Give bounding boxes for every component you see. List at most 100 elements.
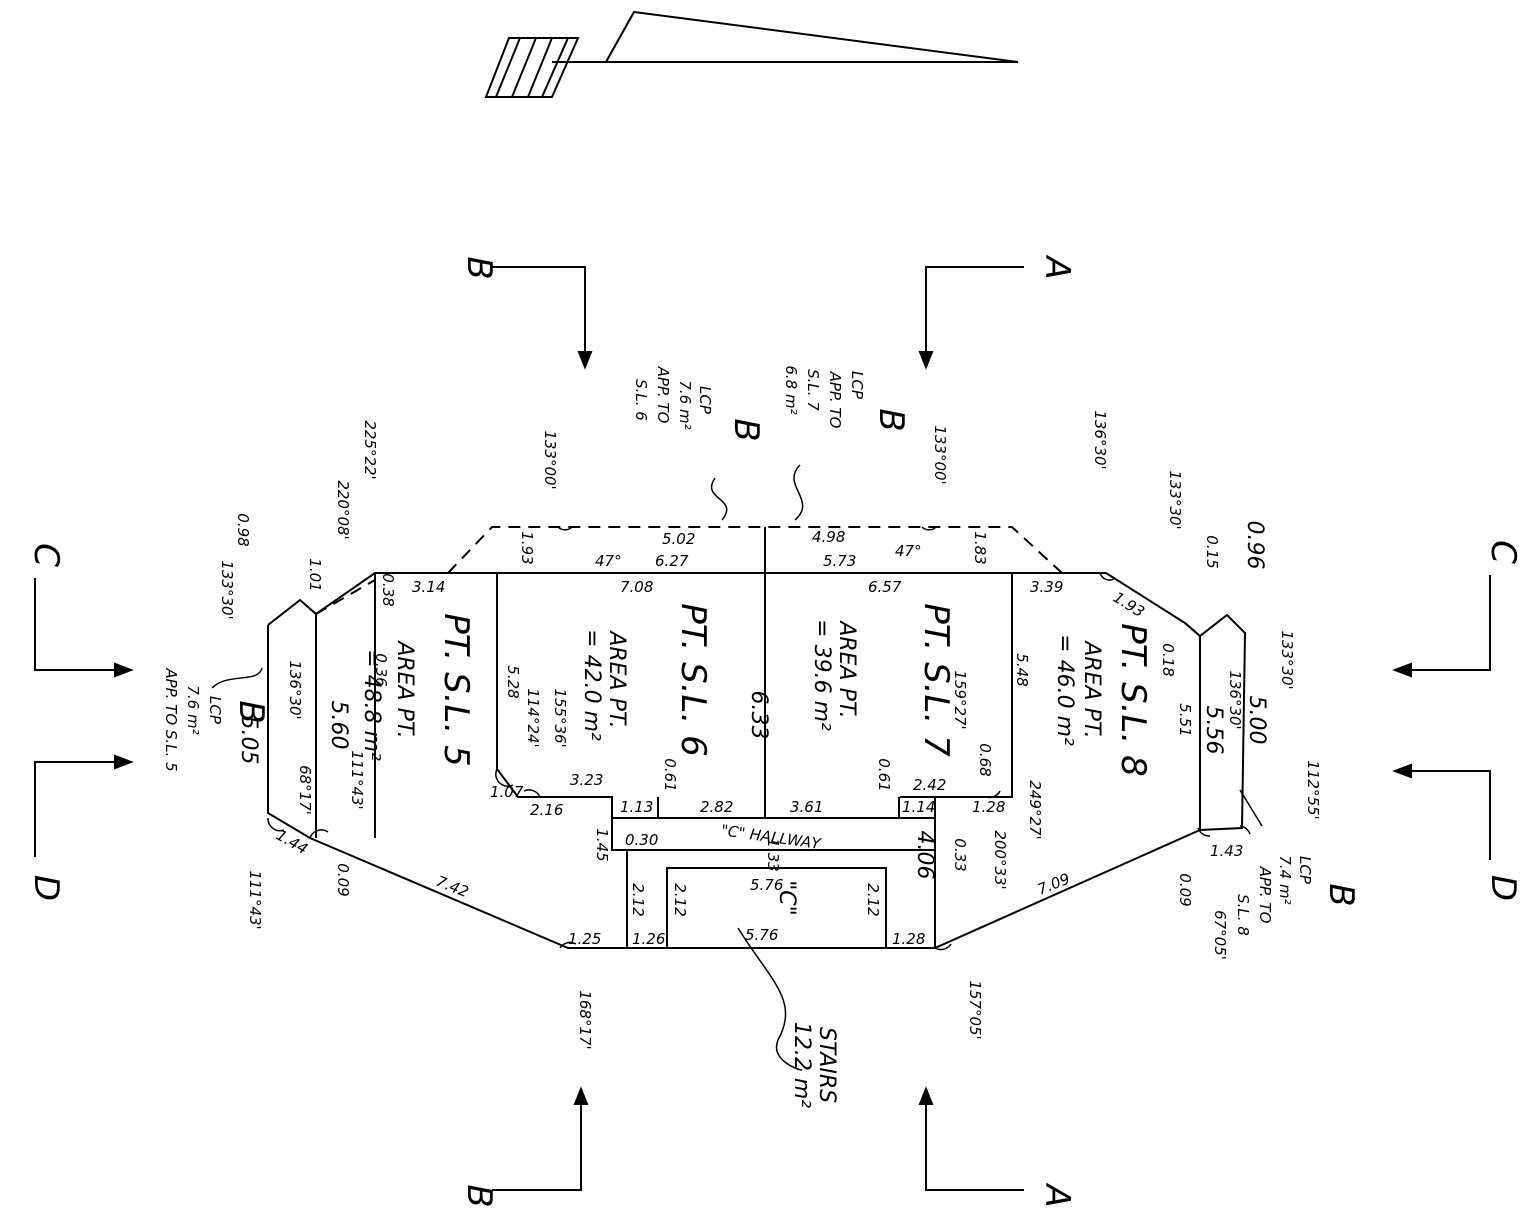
svg-text:5.48: 5.48 xyxy=(1013,653,1031,686)
room-name-sl8: PT. S.L. 8 xyxy=(1113,623,1153,776)
north-arrow-icon xyxy=(486,12,1018,97)
svg-text:1.93: 1.93 xyxy=(1110,588,1148,621)
svg-text:225°22': 225°22' xyxy=(361,420,379,479)
svg-text:LCP: LCP xyxy=(1296,856,1314,885)
svg-text:LCP: LCP xyxy=(848,371,866,400)
svg-text:133°00': 133°00' xyxy=(931,425,949,484)
area-label-sl5: AREA PT. xyxy=(392,639,417,738)
svg-text:159°27': 159°27' xyxy=(951,670,969,729)
area-label-sl6: AREA PT. xyxy=(604,629,629,728)
svg-text:1.28: 1.28 xyxy=(892,930,925,948)
svg-text:5.56: 5.56 xyxy=(1201,706,1226,755)
svg-text:133°30': 133°30' xyxy=(1166,470,1184,529)
svg-text:133°00': 133°00' xyxy=(541,430,559,489)
svg-text:5.73: 5.73 xyxy=(823,552,856,570)
svg-text:157°05': 157°05' xyxy=(966,980,984,1039)
dimension-labels-vertical: 0.98 1.01 0.38 0.36 5.05 5.60 6.33 5.48 … xyxy=(234,513,1269,916)
svg-text:LCP: LCP xyxy=(696,386,714,415)
svg-text:47°: 47° xyxy=(895,542,922,560)
svg-text:1.45: 1.45 xyxy=(593,828,611,861)
svg-text:APP. TO: APP. TO xyxy=(826,371,844,429)
svg-text:0.61: 0.61 xyxy=(661,758,679,791)
overhang-dashed-lines xyxy=(316,527,1062,614)
svg-text:1.14: 1.14 xyxy=(902,798,935,816)
svg-text:136°30': 136°30' xyxy=(1226,670,1244,729)
svg-text:APP. TO: APP. TO xyxy=(654,366,672,424)
svg-text:0.30: 0.30 xyxy=(625,831,658,849)
section-markers xyxy=(35,267,1490,1190)
area-value-sl5: = 48.8 m² xyxy=(359,649,384,761)
svg-text:3.23: 3.23 xyxy=(570,771,603,789)
svg-text:1.07: 1.07 xyxy=(490,783,524,801)
svg-text:0.18: 0.18 xyxy=(1159,643,1177,676)
svg-text:6.8 m²: 6.8 m² xyxy=(782,365,800,414)
svg-text:7.6 m²: 7.6 m² xyxy=(676,380,694,429)
svg-text:1.43: 1.43 xyxy=(1210,842,1243,860)
svg-text:S.L. 7: S.L. 7 xyxy=(804,369,822,411)
svg-text:249°27': 249°27' xyxy=(1026,780,1044,839)
area-value-sl8: = 46.0 m² xyxy=(1052,634,1077,746)
section-letter-right-bottom: D xyxy=(1483,875,1523,901)
svg-text:B: B xyxy=(726,418,766,441)
svg-text:4.06: 4.06 xyxy=(912,831,937,880)
svg-text:220°08': 220°08' xyxy=(334,480,352,539)
svg-text:2.12: 2.12 xyxy=(629,883,647,916)
svg-text:0.15: 0.15 xyxy=(1203,535,1221,568)
svg-text:3.39: 3.39 xyxy=(1030,578,1063,596)
svg-text:7.6 m²: 7.6 m² xyxy=(184,685,202,734)
svg-text:136°30': 136°30' xyxy=(1091,410,1109,469)
svg-text:5.76: 5.76 xyxy=(750,876,783,894)
room-name-sl6: PT. S.L. 6 xyxy=(673,603,713,756)
svg-text:0.61: 0.61 xyxy=(875,758,893,791)
svg-text:APP. TO: APP. TO xyxy=(1256,866,1274,924)
svg-text:111°43': 111°43' xyxy=(348,750,366,809)
svg-text:0.09: 0.09 xyxy=(334,863,352,896)
svg-text:6.27: 6.27 xyxy=(655,552,689,570)
svg-text:1.28: 1.28 xyxy=(972,798,1005,816)
lcp-note-top-left: B LCP 7.6 m² APP. TO S.L. 6 xyxy=(632,366,766,520)
svg-text:5.76: 5.76 xyxy=(745,926,778,944)
room-name-sl5: PT. S.L. 5 xyxy=(436,613,476,766)
svg-text:0.68: 0.68 xyxy=(976,743,994,776)
plan-outline xyxy=(268,527,1245,948)
svg-text:5.28: 5.28 xyxy=(504,665,522,698)
lcp-note-right: B LCP 7.4 m² APP. TO S.L. 8 xyxy=(1234,790,1361,936)
section-letter-left-bottom: D xyxy=(26,875,66,901)
svg-text:B: B xyxy=(1321,883,1361,906)
svg-text:1.01: 1.01 xyxy=(306,558,324,591)
angle-labels: 133°00' 133°00' 136°30' 133°30' 133°30' … xyxy=(218,410,1322,1049)
svg-text:114°24': 114°24' xyxy=(524,688,542,747)
area-label-sl7: AREA PT. xyxy=(834,619,859,718)
svg-text:3.61: 3.61 xyxy=(790,798,823,816)
stairs-area-label: 12.2 m² xyxy=(789,1022,814,1108)
stairs-c-label: "C" xyxy=(774,880,799,916)
svg-text:1.33: 1.33 xyxy=(764,838,782,871)
svg-text:5.51: 5.51 xyxy=(1176,703,1194,736)
area-value-sl6: = 42.0 m² xyxy=(579,629,604,741)
svg-text:5.60: 5.60 xyxy=(326,701,351,750)
svg-text:B: B xyxy=(871,408,911,431)
section-letter-top-left: B xyxy=(459,256,499,279)
section-letter-left-top: C xyxy=(26,543,66,567)
svg-text:LCP: LCP xyxy=(206,696,224,725)
area-value-sl7: = 39.6 m² xyxy=(809,619,834,731)
svg-text:0.09: 0.09 xyxy=(1176,873,1194,906)
lcp-note-left: B LCP 7.6 m² APP. TO S.L. 5 xyxy=(162,667,271,771)
svg-text:S.L. 6: S.L. 6 xyxy=(632,379,650,421)
svg-text:47°: 47° xyxy=(595,552,622,570)
svg-text:5.05: 5.05 xyxy=(236,716,261,765)
stairs-label: STAIRS xyxy=(814,1027,839,1103)
svg-text:S.L. 8: S.L. 8 xyxy=(1234,894,1252,936)
svg-text:155°36': 155°36' xyxy=(551,688,569,747)
svg-text:67°05': 67°05' xyxy=(1211,910,1229,960)
area-label-sl8: AREA PT. xyxy=(1079,639,1104,738)
section-letter-bottom-right: A xyxy=(1037,1182,1077,1207)
svg-text:2.42: 2.42 xyxy=(913,776,946,794)
svg-text:0.98: 0.98 xyxy=(234,513,252,546)
svg-text:1.13: 1.13 xyxy=(620,798,653,816)
room-name-sl7: PT. S.L. 7 xyxy=(916,603,956,757)
svg-text:111°43': 111°43' xyxy=(246,870,264,929)
svg-text:5.00: 5.00 xyxy=(1244,696,1269,745)
svg-text:7.42: 7.42 xyxy=(434,872,472,901)
